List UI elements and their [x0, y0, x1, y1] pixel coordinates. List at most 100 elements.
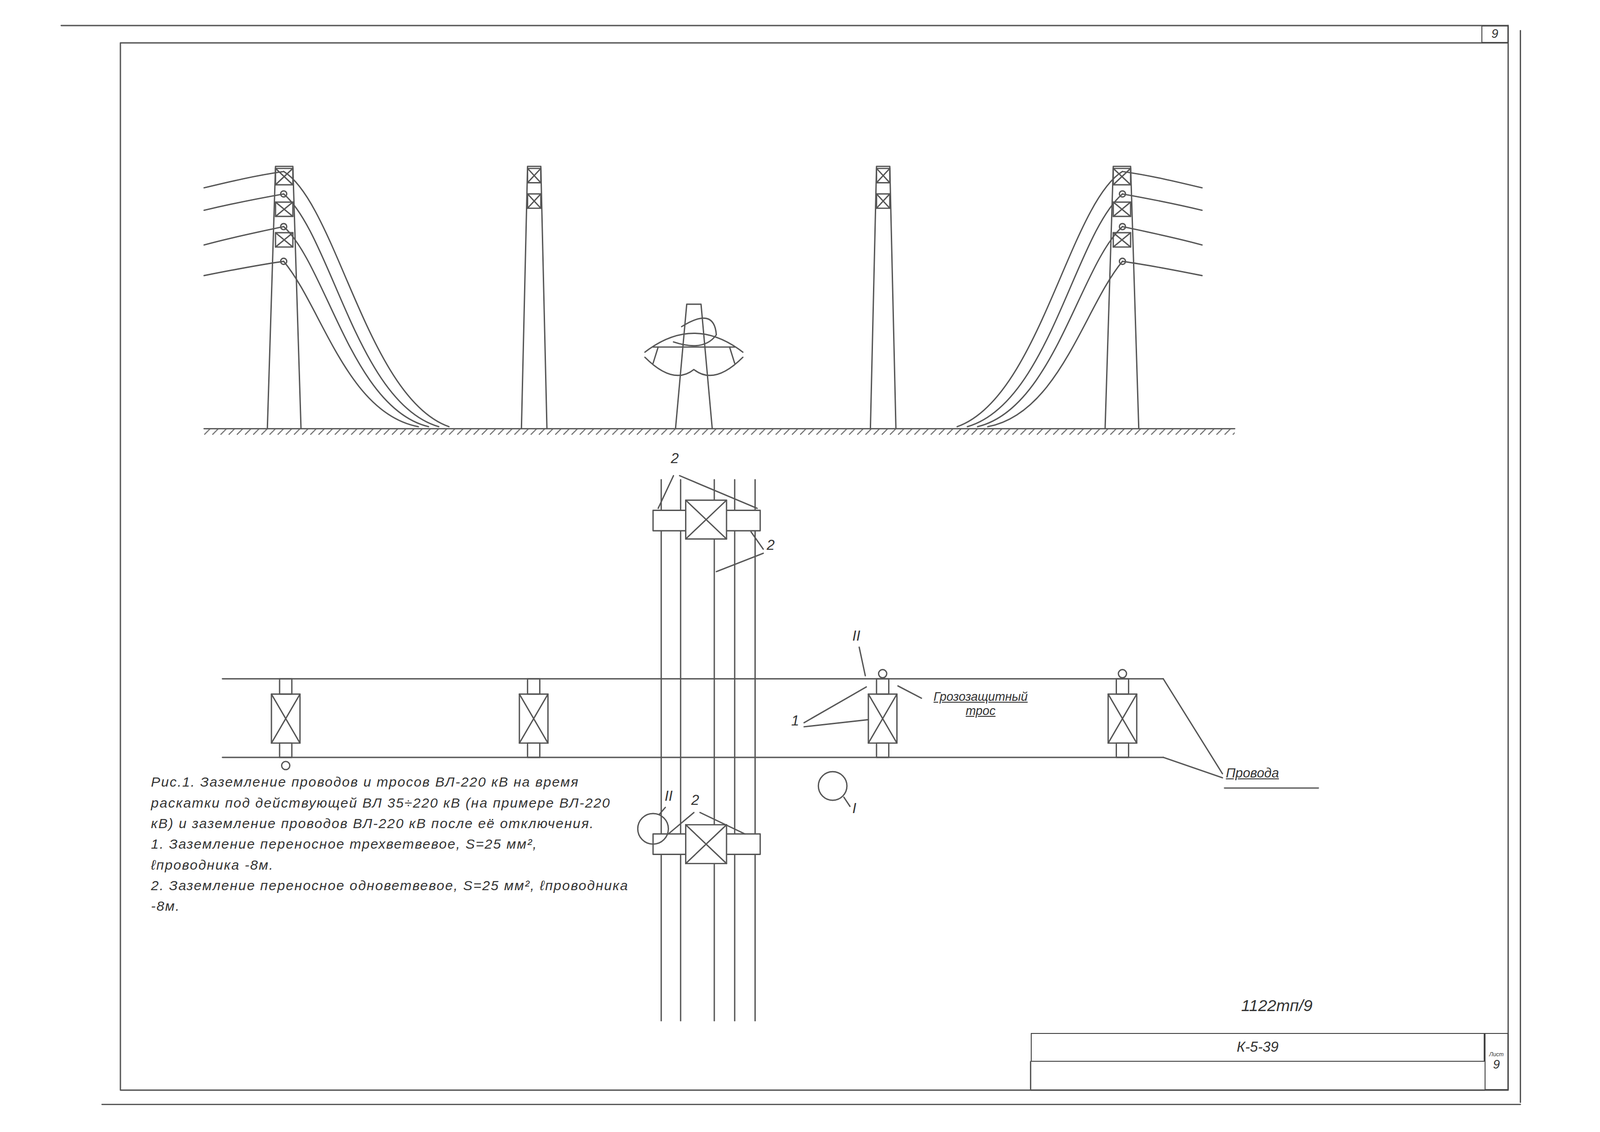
leader-line — [637, 475, 922, 845]
existing-line-tower — [675, 304, 713, 429]
tower-elevation — [957, 166, 1203, 429]
crossing-line-plan — [685, 499, 727, 539]
sheet-frame — [120, 42, 1509, 1090]
new-line-plan — [527, 678, 541, 695]
tower-elevation — [527, 168, 541, 183]
new-line-plan — [222, 756, 1164, 759]
sheet-frame — [1519, 30, 1522, 1102]
crossing-line-plan — [713, 479, 716, 1021]
new-line-plan — [271, 693, 301, 743]
crossing-line-plan — [754, 479, 756, 1021]
new-line-plan — [1163, 678, 1223, 774]
new-line-plan — [527, 742, 541, 758]
existing-line-tower — [644, 304, 743, 429]
new-line-plan — [868, 693, 898, 743]
sheet-frame — [1030, 1061, 1486, 1091]
tower-elevation — [527, 193, 541, 208]
tower-elevation — [527, 193, 541, 208]
leader-line — [859, 646, 866, 676]
callout-number: Провода — [1224, 765, 1281, 781]
new-line-plan — [271, 693, 301, 743]
new-line-plan — [876, 678, 889, 695]
label-holder: 2 — [689, 791, 701, 809]
label-holder: 2 — [765, 536, 776, 554]
label-holder: I — [851, 800, 858, 817]
new-line-plan — [1163, 757, 1223, 778]
ground-line — [203, 428, 1235, 435]
label-holder: II — [851, 627, 862, 645]
tower-elevation — [876, 193, 890, 208]
tower-elevation — [527, 168, 541, 183]
new-line-plan — [1224, 787, 1319, 789]
callout-number: II — [663, 787, 674, 805]
label-holder: Грозозащитный трос — [923, 689, 1039, 718]
ground-line — [203, 427, 1235, 430]
new-line-plan — [519, 693, 549, 743]
callout-number: 2 — [765, 536, 776, 554]
callout-number: I — [851, 800, 858, 817]
leader-line — [843, 796, 850, 806]
tower-elevation — [870, 166, 896, 429]
ground-line — [203, 428, 1235, 435]
crossing-line-plan — [685, 824, 727, 864]
label-holder: 1122тп/9 — [1239, 996, 1314, 1015]
new-line-plan — [1116, 742, 1129, 758]
new-line-plan — [868, 693, 898, 743]
new-line-plan — [1108, 693, 1138, 743]
leader-line — [804, 686, 869, 727]
crossing-line-plan — [685, 824, 727, 864]
callout-number: 1122тп/9 — [1239, 996, 1314, 1015]
note-text: 1. Заземление переносное трехветвевое, S… — [150, 833, 631, 875]
existing-line-tower — [644, 332, 743, 352]
crossing-line-plan — [733, 479, 736, 1021]
callout-number: 1 — [789, 712, 801, 729]
callout-number: 2 — [669, 450, 681, 467]
existing-line-tower — [653, 346, 735, 348]
new-line-plan — [1116, 678, 1129, 695]
tower-elevation — [203, 166, 449, 429]
label-holder: Провода — [1224, 765, 1281, 781]
tower-elevation — [876, 193, 890, 208]
cell-text: Лист — [1489, 1051, 1504, 1058]
leader-line — [818, 771, 847, 800]
title-block-cell: К-5-39 — [1030, 1032, 1486, 1062]
caption-block: Рис.1. Заземление проводов и тросов ВЛ-2… — [150, 771, 631, 916]
wire-label: Грозозащитный трос — [923, 689, 1039, 718]
new-line-plan — [878, 669, 887, 678]
tower-elevation — [203, 166, 1202, 429]
leader-line — [637, 813, 669, 844]
callout-number: 2 — [689, 791, 701, 809]
new-line-plan — [222, 677, 1164, 680]
label-holder: 1 — [789, 712, 801, 729]
title-block-cell: 9 — [1481, 25, 1508, 43]
callout-number: II — [851, 627, 862, 645]
leader-line — [668, 812, 745, 834]
crossing-line-plan — [685, 499, 727, 539]
cell-text: 9 — [1492, 1057, 1500, 1072]
existing-line-tower — [653, 347, 735, 364]
figure-caption: Рис.1. Заземление проводов и тросов ВЛ-2… — [150, 771, 631, 834]
label-holder: 2 — [669, 450, 681, 467]
note-text: 2. Заземление переносное одноветвевое, S… — [150, 874, 631, 917]
crossing-line-plan — [680, 479, 682, 1021]
label-holder: II — [663, 787, 674, 805]
leader-line — [716, 531, 764, 572]
new-line-plan — [281, 761, 290, 770]
new-line-plan — [279, 678, 292, 695]
new-line-plan — [876, 742, 889, 758]
sheet-frame — [61, 24, 1508, 26]
title-block-cell: Лист9 — [1484, 1032, 1508, 1090]
cell-text: К-5-39 — [1236, 1038, 1279, 1055]
new-line-plan — [519, 693, 549, 743]
sheet-frame — [61, 25, 1521, 1105]
existing-line-tower — [644, 357, 743, 376]
sheet-frame — [102, 1103, 1521, 1105]
cell-text: 9 — [1491, 27, 1499, 42]
leader-line — [658, 475, 758, 509]
leader-line — [898, 685, 922, 698]
new-line-plan — [222, 669, 1319, 789]
new-line-plan — [1108, 693, 1138, 743]
